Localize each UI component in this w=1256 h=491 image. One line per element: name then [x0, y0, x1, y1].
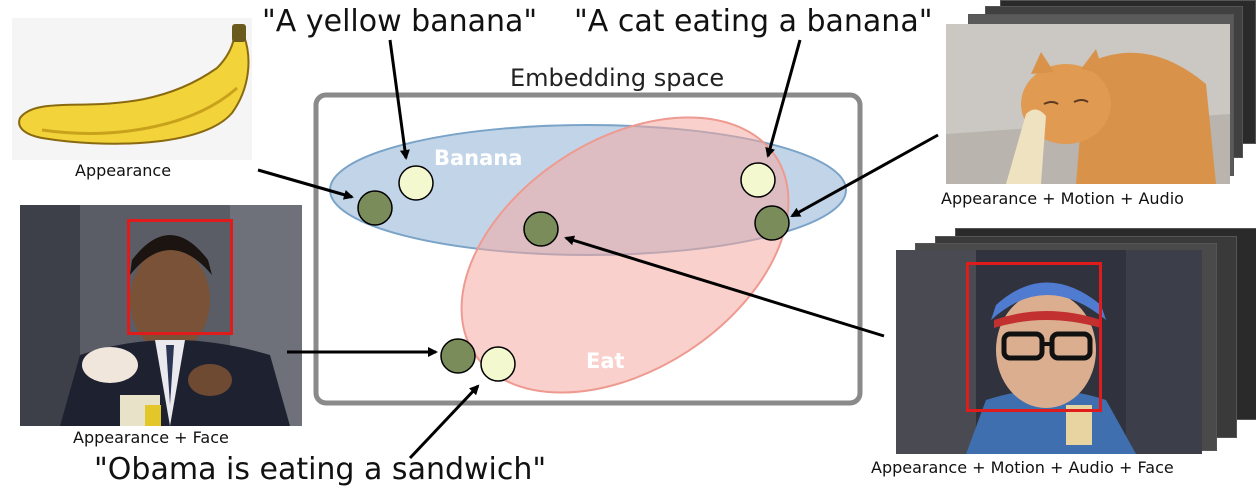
- obama-face-box: [127, 219, 233, 335]
- cat-photo: [946, 24, 1230, 184]
- obama-photo: [20, 205, 302, 426]
- arrow-cat-video: [790, 133, 939, 218]
- banana-region-label: Banana: [434, 146, 522, 170]
- point-cat-video: [754, 205, 790, 241]
- caption-cat: Appearance + Motion + Audio: [941, 189, 1184, 208]
- arrow-man-video: [564, 235, 885, 338]
- caption-banana: Appearance: [75, 161, 172, 180]
- arrow-yellow-banana-text: [388, 39, 410, 160]
- arrow-obama-text: [408, 384, 480, 460]
- point-obama-image: [440, 338, 476, 374]
- embedding-title: Embedding space: [510, 64, 724, 92]
- quote-obama: "Obama is eating a sandwich": [94, 452, 547, 487]
- caption-obama: Appearance + Face: [73, 428, 229, 447]
- quote-yellow-banana: "A yellow banana": [262, 4, 538, 39]
- point-cat-text: [740, 162, 776, 198]
- quote-cat-eating-banana: "A cat eating a banana": [574, 4, 933, 39]
- arrow-banana-image: [257, 168, 354, 200]
- point-yellow-banana-text: [398, 165, 434, 201]
- embedding-space-frame: [313, 92, 863, 406]
- arrow-cat-text: [765, 39, 802, 158]
- man-photo: [896, 250, 1202, 454]
- point-banana-image: [357, 190, 393, 226]
- point-obama-text: [480, 346, 516, 382]
- eat-region-label: Eat: [586, 349, 625, 373]
- man-face-box: [966, 262, 1102, 412]
- caption-man: Appearance + Motion + Audio + Face: [871, 458, 1174, 477]
- banana-photo: [12, 18, 252, 160]
- point-man-video: [523, 211, 559, 247]
